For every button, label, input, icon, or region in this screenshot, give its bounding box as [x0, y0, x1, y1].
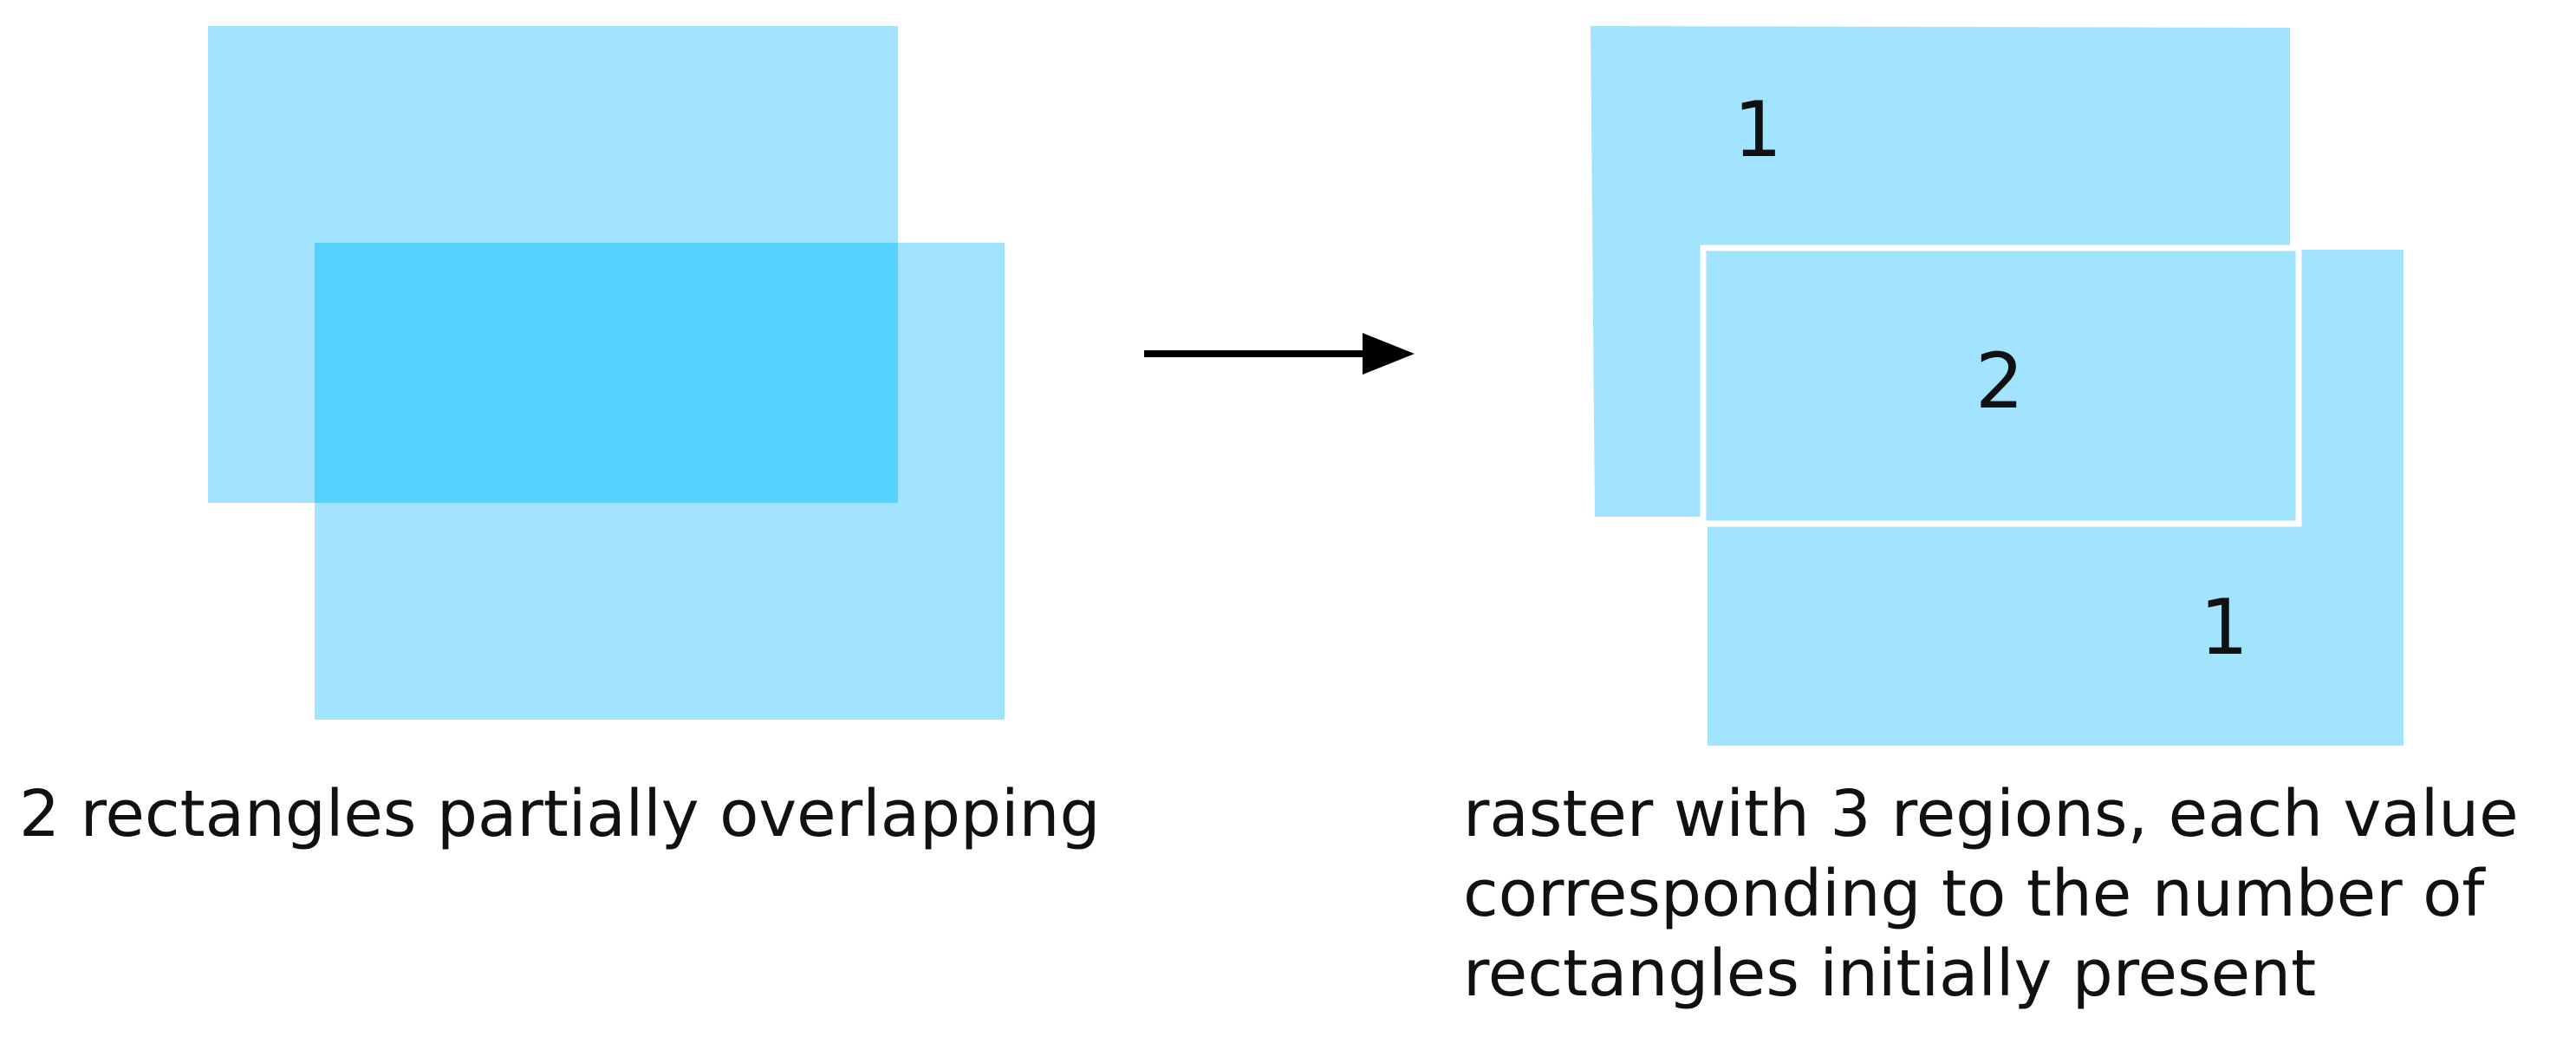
region-middle	[1700, 245, 2302, 527]
right-caption-line: corresponding to the number of	[1463, 857, 2485, 931]
transform-arrow	[1144, 333, 1415, 375]
overlap-region	[315, 243, 898, 503]
region-top-label: 1	[1734, 85, 1782, 174]
right-caption-line: raster with 3 regions, each value	[1463, 777, 2519, 851]
left-caption: 2 rectangles partially overlapping	[19, 777, 1101, 851]
left-panel	[208, 26, 1005, 720]
right-caption: raster with 3 regions, each value corres…	[1463, 774, 2519, 1014]
right-panel: 1 2 1	[1590, 26, 2404, 746]
arrowhead-icon	[1363, 333, 1415, 375]
region-bottom-label: 1	[2200, 583, 2248, 672]
region-middle-label: 2	[1975, 336, 2024, 426]
region-top	[1590, 26, 2290, 517]
region-bottom	[1708, 250, 2404, 746]
right-caption-line: rectangles initially present	[1463, 936, 2317, 1011]
